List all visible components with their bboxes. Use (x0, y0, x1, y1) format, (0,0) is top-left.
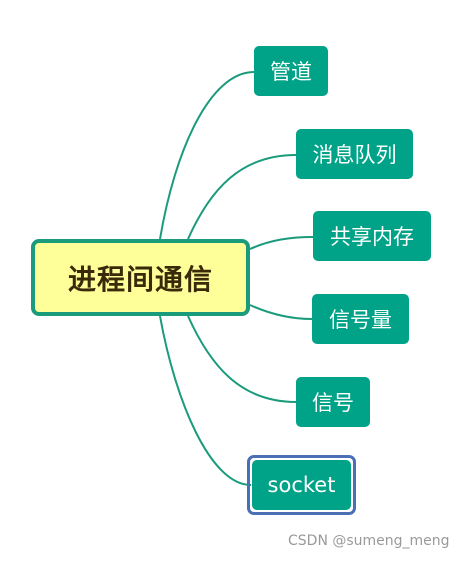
node-message-queue[interactable]: 消息队列 (296, 129, 413, 179)
edge-root-to-socket (159, 315, 252, 486)
node-semaphore-label: 信号量 (329, 308, 392, 332)
node-semaphore[interactable]: 信号量 (312, 294, 409, 344)
node-message-queue-label: 消息队列 (312, 143, 397, 167)
node-socket-label: socket (267, 473, 336, 497)
edge-root-to-message-queue (187, 154, 297, 240)
node-signal[interactable]: 信号 (296, 377, 370, 427)
root-node-label: 进程间通信 (67, 262, 213, 296)
edge-root-to-semaphore (249, 304, 313, 320)
node-shared-memory-label: 共享内存 (330, 225, 414, 249)
node-shared-memory[interactable]: 共享内存 (313, 211, 431, 261)
node-pipe[interactable]: 管道 (254, 46, 328, 96)
node-socket[interactable]: socket (252, 460, 351, 510)
edge-root-to-pipe (159, 71, 255, 240)
node-signal-label: 信号 (312, 391, 354, 415)
edge-root-to-signal (187, 315, 297, 403)
edge-root-to-shared-memory (249, 236, 314, 250)
node-pipe-label: 管道 (270, 60, 312, 84)
watermark-text: CSDN @sumeng_meng (288, 533, 450, 549)
root-node-ipc[interactable]: 进程间通信 (31, 239, 250, 316)
selection-outline (247, 455, 356, 515)
